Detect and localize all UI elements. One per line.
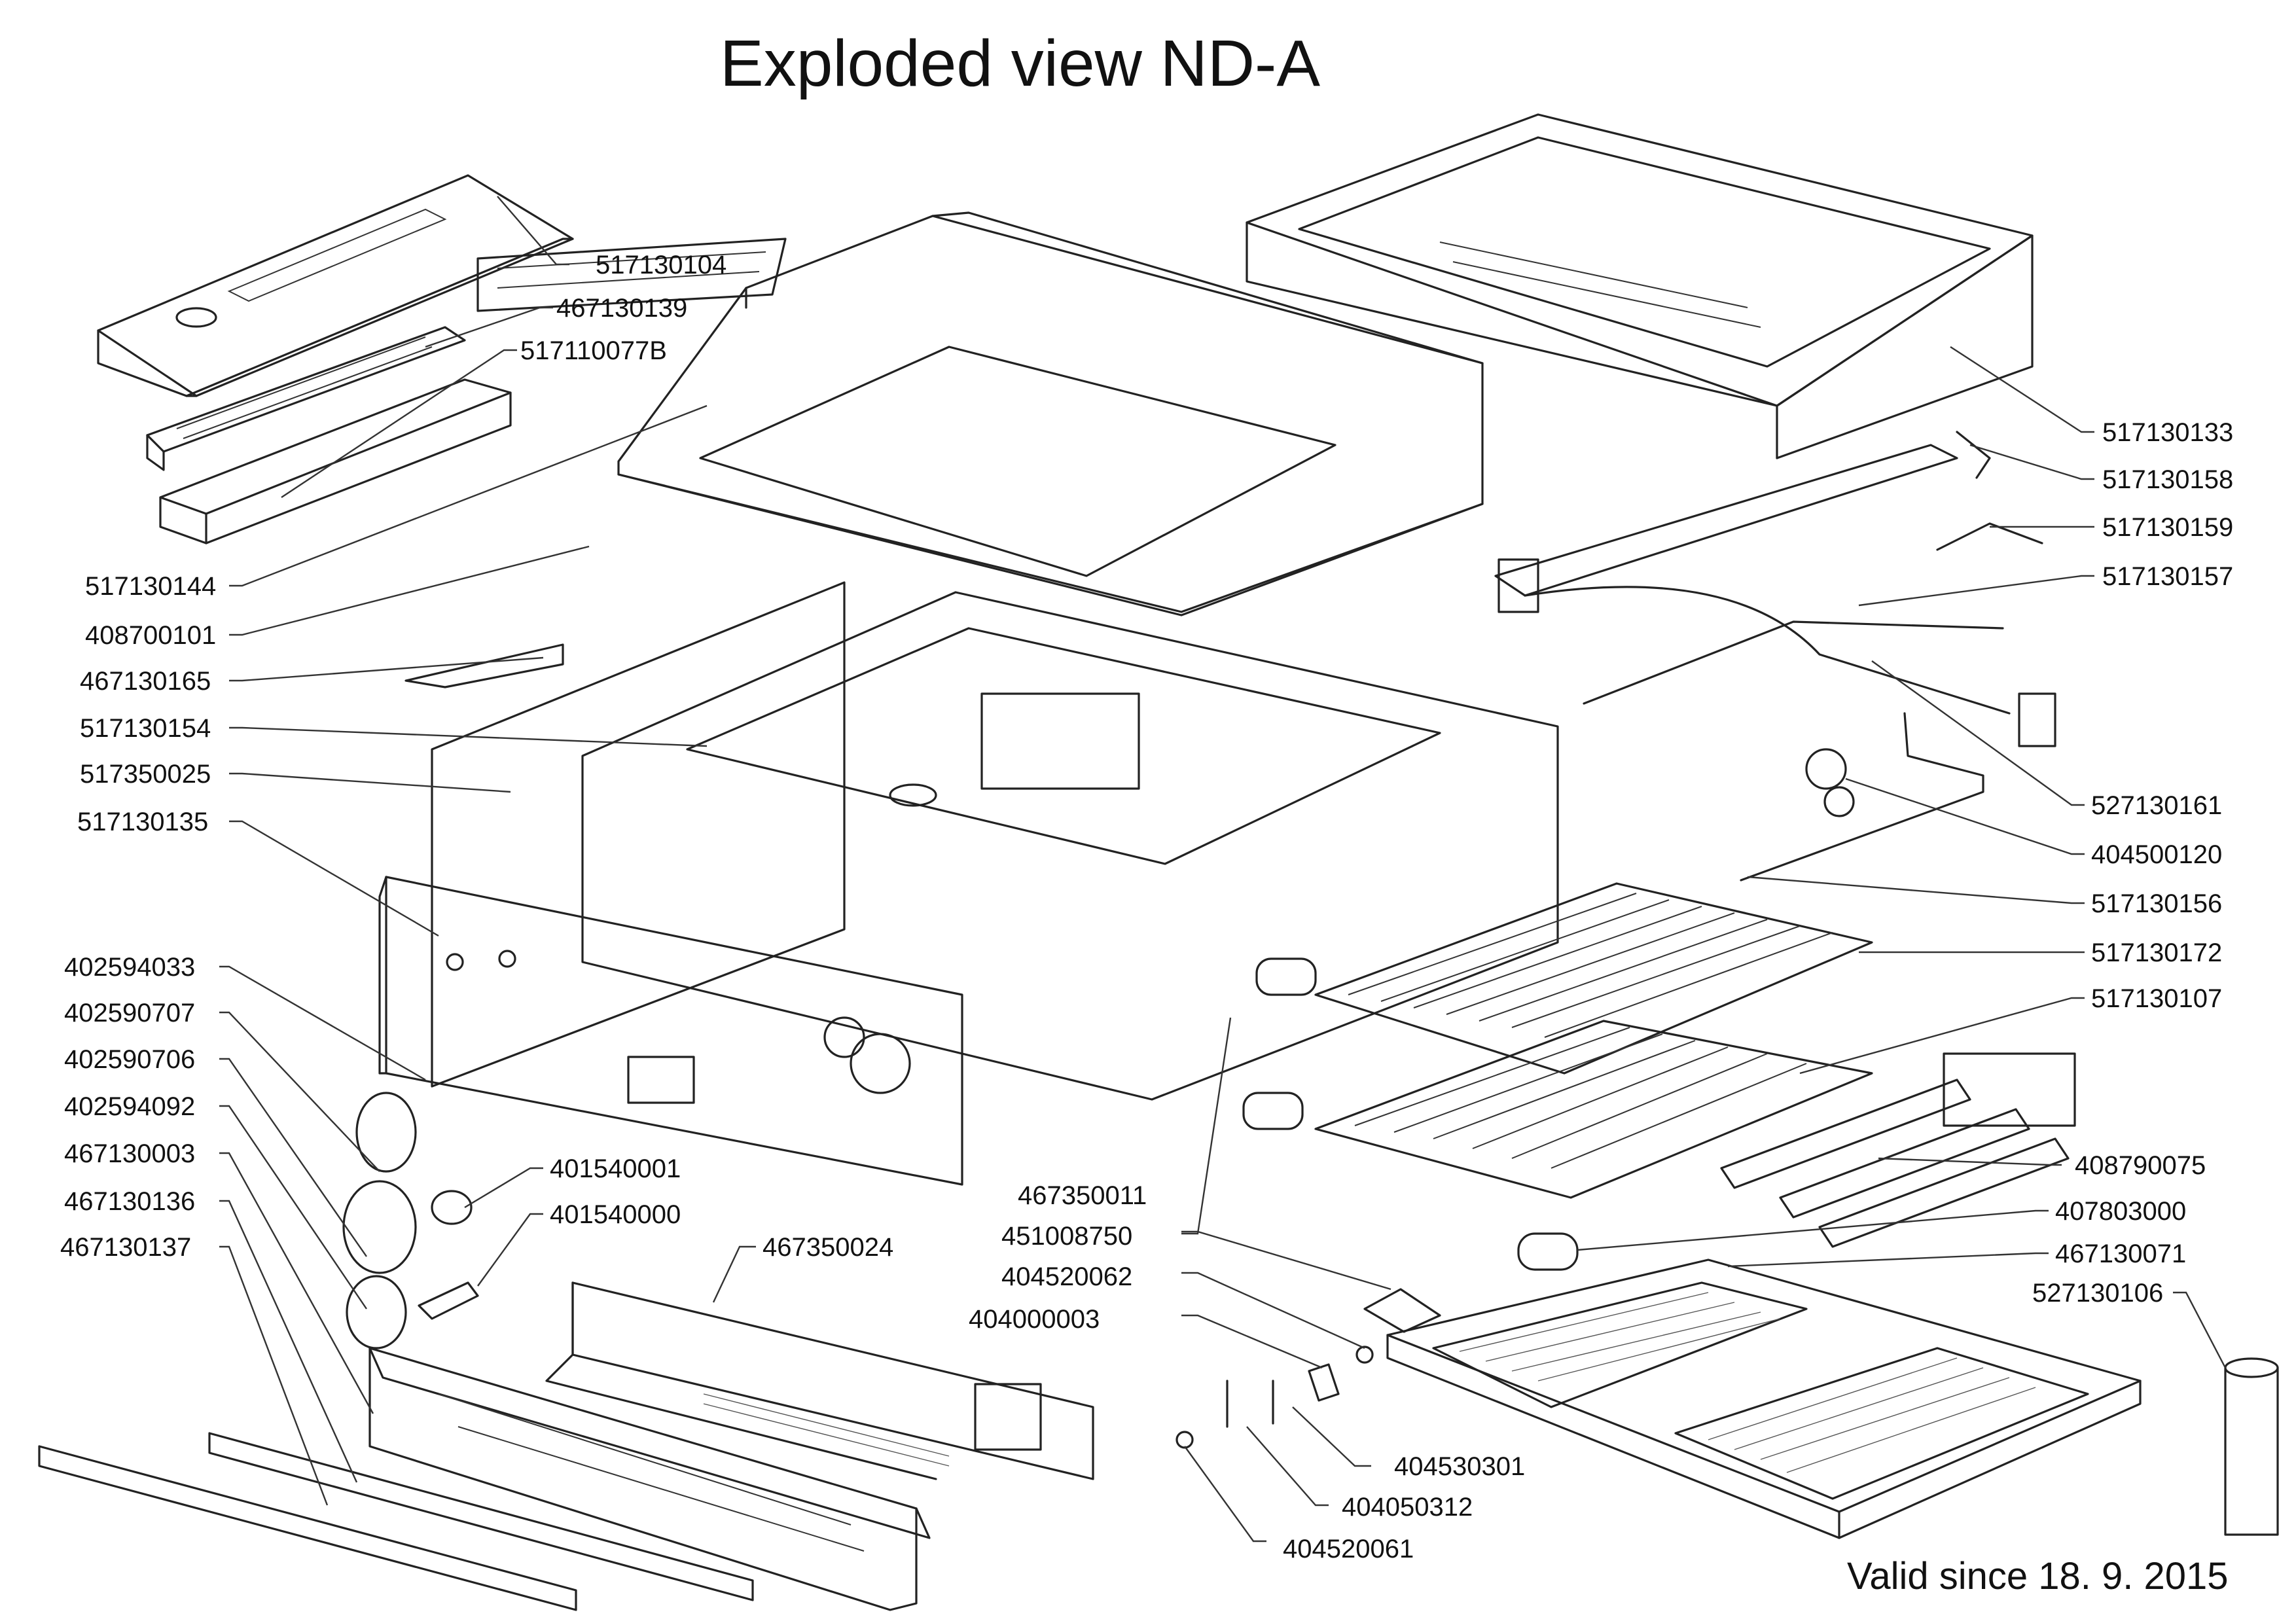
part-number-label: 517130154	[80, 714, 211, 743]
drawing-title: Exploded view ND-A	[720, 27, 1321, 100]
part-number-label: 404000003	[969, 1305, 1100, 1334]
part-number-label: 407803000	[2055, 1197, 2186, 1226]
part-number-label: 404530301	[1394, 1452, 1525, 1481]
part-number-label: 467130071	[2055, 1240, 2186, 1268]
part-number-label: 402594033	[64, 953, 195, 982]
part-number-label: 517130107	[2091, 984, 2222, 1013]
burner-grid-tray	[476, 238, 787, 312]
main-drip-pan	[1386, 1258, 2142, 1539]
part-number-label: 517130159	[2102, 513, 2233, 542]
part-number-label: 467130003	[64, 1139, 195, 1168]
part-number-label: 517130172	[2091, 938, 2222, 967]
part-number-label: 517130156	[2091, 889, 2222, 918]
small-drip-tray	[159, 378, 512, 544]
part-number-label: 517130144	[85, 572, 216, 601]
part-illustrations	[38, 113, 2279, 1611]
control-panel-cover	[97, 174, 574, 397]
control-knobs	[342, 1092, 479, 1349]
front-panel	[368, 1347, 931, 1611]
main-body	[431, 581, 1559, 1101]
firebox-housing	[1246, 113, 2034, 459]
part-number-label: 404520062	[1001, 1262, 1132, 1291]
part-number-label: 517130104	[596, 251, 726, 279]
part-number-label: 401540001	[550, 1154, 681, 1183]
burner-tubes	[1720, 1052, 2076, 1248]
rear-panel	[545, 1281, 1094, 1480]
part-number-label: 408700101	[85, 621, 216, 650]
control-fascia	[378, 876, 963, 1186]
part-number-label: 467130136	[64, 1187, 195, 1216]
part-number-label: 467350024	[762, 1233, 893, 1262]
part-number-label: 527130161	[2091, 791, 2222, 820]
cooking-grate-upper	[1255, 882, 1873, 1075]
part-labels: 517130104 467130139 517110077B 517130144…	[60, 251, 2233, 1563]
part-number-label: 404050312	[1342, 1493, 1473, 1522]
leader-lines	[219, 196, 2227, 1543]
burner-support	[1494, 431, 2056, 747]
slotted-rail	[146, 326, 466, 471]
heat-clip	[404, 643, 564, 688]
validity-note: Valid since 18. 9. 2015	[1847, 1555, 2229, 1597]
cooking-grate-lower	[1242, 1020, 1873, 1199]
part-number-label: 467130137	[60, 1233, 191, 1262]
part-number-label: 404500120	[2091, 840, 2222, 869]
part-number-label: 517110077B	[520, 336, 667, 365]
part-number-label: 402594092	[64, 1092, 195, 1121]
part-number-label: 404520061	[1283, 1535, 1414, 1563]
part-number-label: 517130157	[2102, 562, 2233, 591]
part-number-label: 517130158	[2102, 465, 2233, 494]
part-number-label: 517130133	[2102, 418, 2233, 447]
part-number-label: 467130139	[556, 294, 687, 323]
part-number-label: 467350011	[1018, 1181, 1147, 1210]
part-number-label: 402590706	[64, 1045, 195, 1074]
part-number-label: 517350025	[80, 760, 211, 789]
part-number-label: 517130135	[77, 808, 208, 836]
gas-valve-assembly	[1740, 712, 1984, 882]
igniter-parts	[1175, 1288, 1441, 1449]
part-number-label: 401540000	[550, 1200, 681, 1229]
regulator-fitting	[1517, 1232, 1579, 1271]
part-number-label: 402590707	[64, 999, 195, 1027]
part-number-label: 527130106	[2032, 1279, 2163, 1308]
top-frame-hood	[617, 211, 1484, 616]
part-number-label: 451008750	[1001, 1222, 1132, 1251]
part-number-label: 408790075	[2075, 1151, 2206, 1180]
support-channels	[38, 1432, 754, 1611]
grease-tube	[2224, 1357, 2279, 1536]
part-number-label: 467130165	[80, 667, 211, 696]
